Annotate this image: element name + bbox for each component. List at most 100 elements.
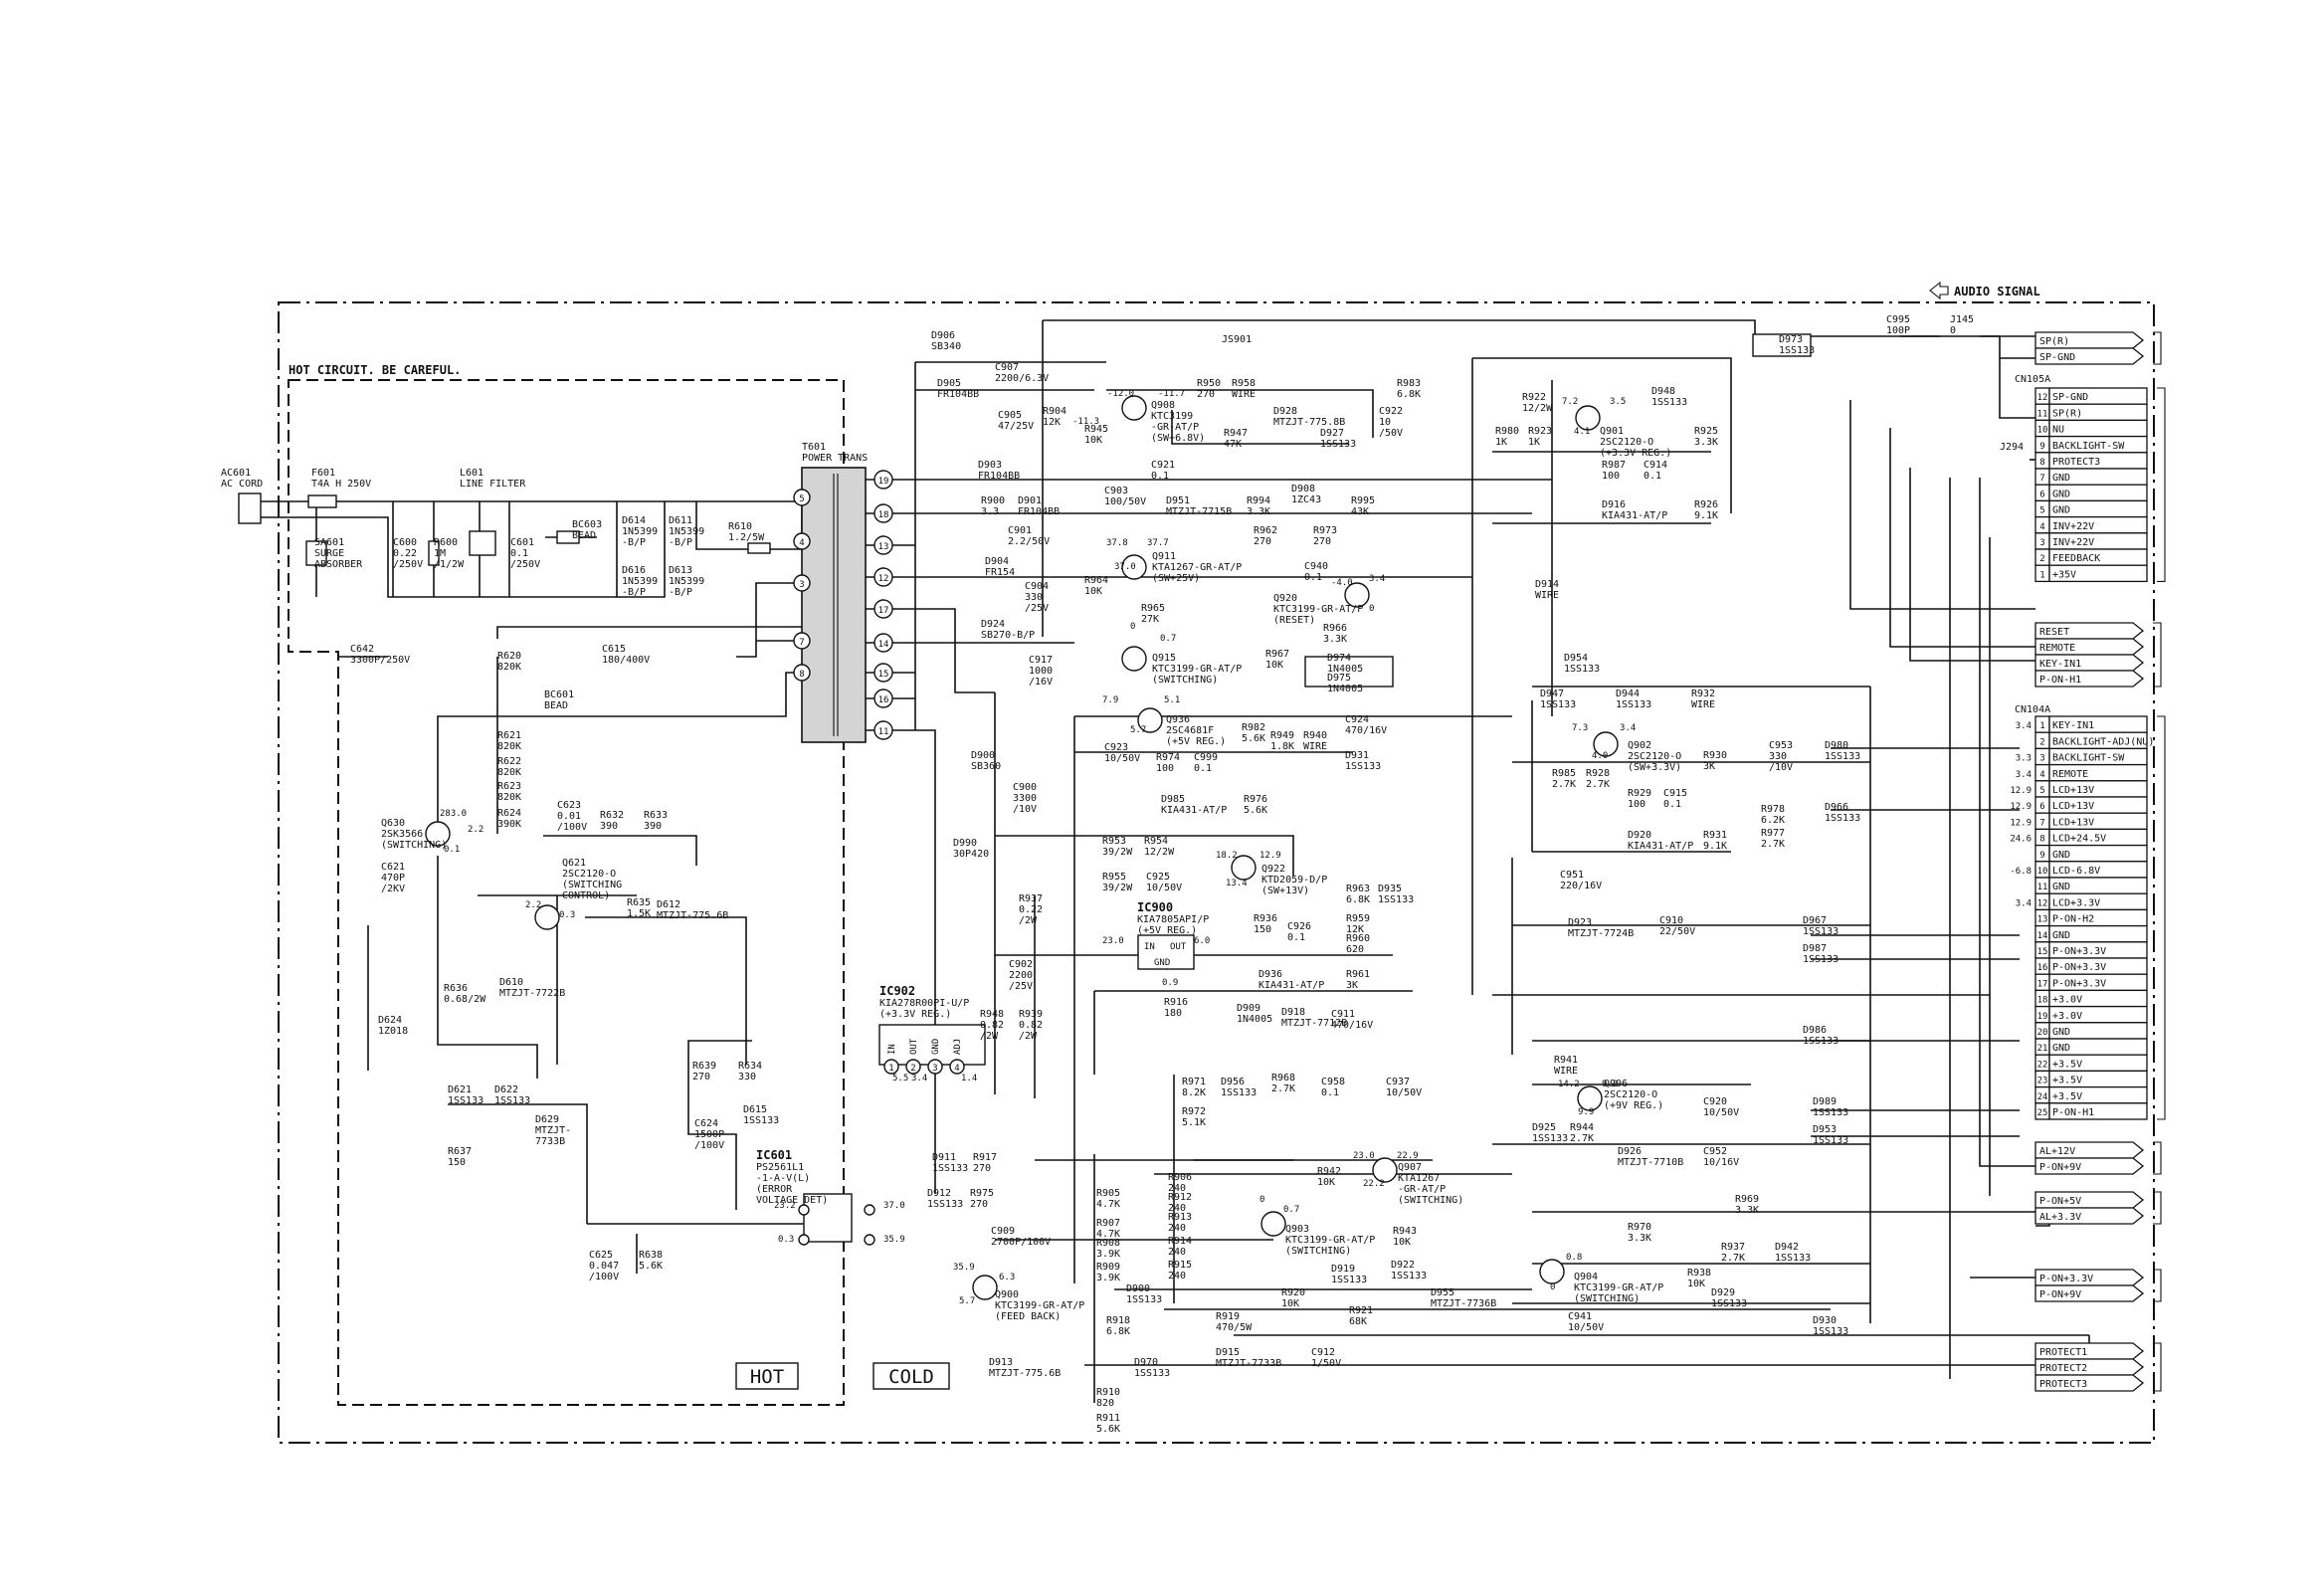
bead-icon <box>556 530 580 544</box>
voltage-reading: 23.0 <box>1353 1151 1375 1161</box>
component-value: KTC3199-GR-AT/P <box>1574 1282 1663 1293</box>
voltage-reading: 37.0 <box>883 1201 905 1211</box>
component-value: CONTROL) <box>562 890 610 901</box>
component-value: (SWITCHING) <box>381 840 447 851</box>
connector-signal-label: P-ON-H1 <box>2039 675 2081 686</box>
voltage-reading: 0.3 <box>778 1235 794 1245</box>
component-ref: R972 <box>1182 1106 1206 1117</box>
component-value: 10K <box>1084 435 1102 446</box>
component-ref: CN105A <box>2015 374 2050 385</box>
voltage-reading: 3.4 <box>911 1074 927 1084</box>
component-ref: R900 <box>981 495 1005 506</box>
component-value: 390 <box>644 821 662 832</box>
connector-pin-number: 12 <box>2037 393 2048 403</box>
component-ref: C995 <box>1886 314 1910 325</box>
connector-signal-label: P-ON+3.3V <box>2039 1274 2093 1284</box>
component-ref: C915 <box>1663 788 1687 799</box>
component-ref: C925 <box>1146 872 1170 883</box>
component-value: 270 <box>1313 536 1331 547</box>
component-value: T4A H 250V <box>311 479 371 490</box>
component-ref: C952 <box>1703 1146 1727 1157</box>
voltage-reading: 3.5 <box>1610 397 1626 407</box>
component-value: 240 <box>1168 1203 1186 1214</box>
component-value: 820K <box>497 662 521 673</box>
component-ref: Q936 <box>1166 714 1190 725</box>
connector-pin-number: 19 <box>2037 1012 2048 1022</box>
component-value: 1/50V <box>1311 1358 1341 1369</box>
component-ref: D911 <box>932 1152 956 1163</box>
connector-pin-number: 2 <box>2039 737 2044 747</box>
component-value: 820K <box>497 767 521 778</box>
optocoupler-icon <box>803 1193 853 1243</box>
component-ref: AC601 <box>221 468 251 479</box>
component-value: /100V <box>694 1140 724 1151</box>
resistor-icon <box>747 542 771 554</box>
component-value: 1SS133 <box>1803 1036 1839 1047</box>
voltage-reading: -4.0 <box>1331 578 1353 588</box>
component-value: KIA431-AT/P <box>1161 805 1227 816</box>
transistor-icon <box>1344 582 1370 608</box>
component-ref: Q922 <box>1261 864 1285 875</box>
component-value: 1SS133 <box>1813 1135 1848 1146</box>
connector-pin-number: 21 <box>2037 1044 2048 1054</box>
component-value: 10K <box>1281 1298 1299 1309</box>
connector-pin-number: 4 <box>2039 770 2044 780</box>
component-value: 270 <box>692 1072 710 1083</box>
component-value: 1SS133 <box>1779 345 1815 356</box>
component-ref: R978 <box>1761 804 1785 815</box>
transistor-icon <box>972 1275 998 1300</box>
component-value: 1SS133 <box>1813 1107 1848 1118</box>
component-ref: D970 <box>1134 1357 1158 1368</box>
connector-pin-number: 9 <box>2039 851 2044 861</box>
component-value: 8.2K <box>1182 1087 1206 1098</box>
connector-pin-signal: SP-GND <box>2052 392 2088 403</box>
component-ref: F601 <box>311 468 335 479</box>
transformer-primary-pin <box>793 574 811 592</box>
component-ref: R959 <box>1346 913 1370 924</box>
component-value: -B/P <box>669 537 692 548</box>
component-value: 1SS133 <box>1803 954 1839 965</box>
voltage-reading: 4.1 <box>1574 427 1590 437</box>
component-value: 1K <box>1528 437 1540 448</box>
component-ref: R937 <box>1019 893 1043 904</box>
component-ref: R623 <box>497 781 521 792</box>
component-value: 0.1 <box>510 548 528 559</box>
component-j294: J294 <box>2000 442 2024 453</box>
component-value: 3.9K <box>1096 1273 1120 1283</box>
component-value: 47/25V <box>998 421 1034 432</box>
component-ref: D616 <box>622 565 646 576</box>
transformer-pin-number: 15 <box>878 670 889 680</box>
component-ref: D929 <box>1711 1287 1735 1298</box>
component-ref: R974 <box>1156 752 1180 763</box>
hot-box <box>735 1362 799 1390</box>
transistor-icon <box>1260 1211 1286 1237</box>
connector-pin-number: 23 <box>2037 1077 2048 1086</box>
transformer-pin-number: 16 <box>878 695 889 705</box>
connector-pin-signal: BACKLIGHT-SW <box>2052 753 2125 764</box>
connector-pin-signal: GND <box>2052 882 2070 892</box>
component-ref: D914 <box>1535 579 1559 590</box>
component-value: KIA431-AT/P <box>1259 980 1324 991</box>
component-ref: R967 <box>1265 649 1289 660</box>
